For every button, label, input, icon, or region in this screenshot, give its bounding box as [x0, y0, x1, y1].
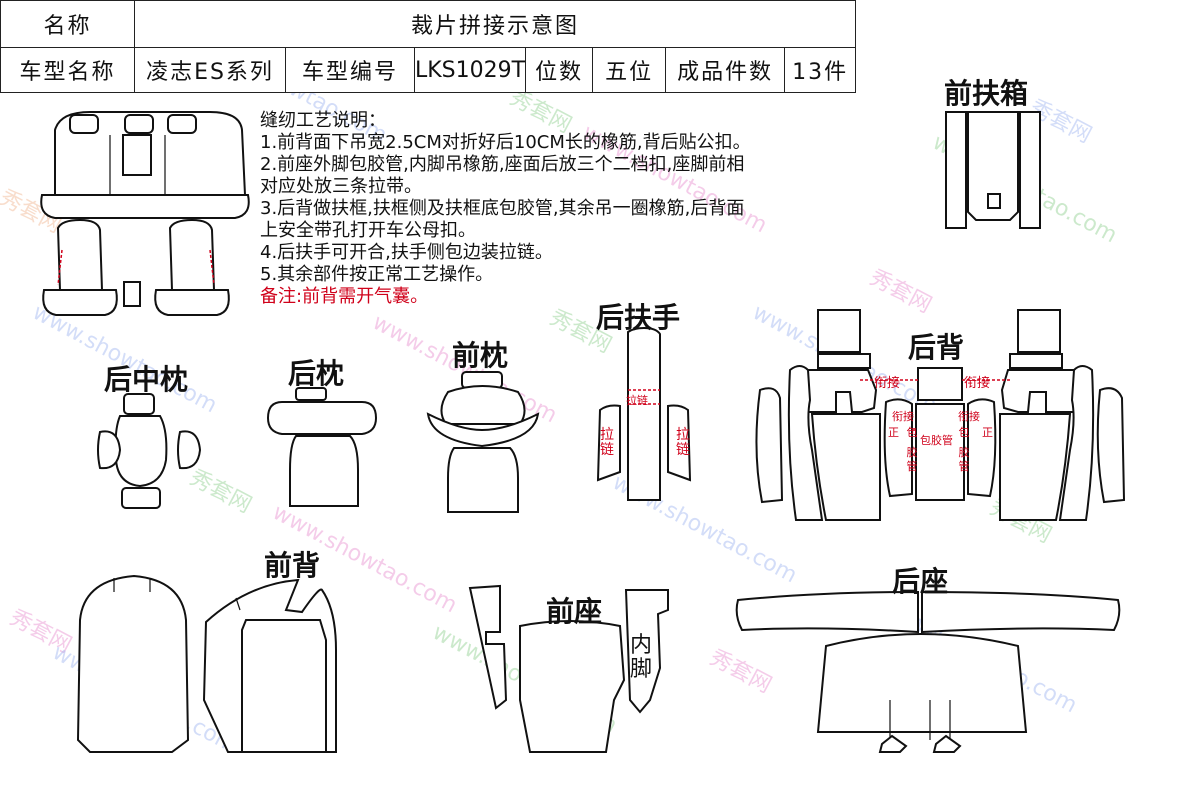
join-annotation-right: 衔接 [964, 376, 991, 391]
front-pillow-pattern [426, 371, 540, 513]
seats-value: 五位 [592, 47, 667, 93]
wrap-annotation-right: 包 [958, 426, 970, 439]
part-label-front-armrest-box: 前扶箱 [944, 77, 1029, 110]
model-code-value: LKS1029T [413, 47, 527, 93]
rear-back-pattern [755, 309, 1126, 521]
wrap-annotation-left: 包 [906, 426, 918, 439]
part-label-rear-armrest: 后扶手 [596, 301, 681, 334]
note-line: 上安全带孔打开车公母扣。 [260, 220, 476, 241]
inner-leg-annotation: 内脚 [629, 633, 652, 682]
name-label: 名称 [0, 0, 135, 48]
front-seat-pattern [468, 584, 669, 753]
notes-title: 缝纫工艺说明： [260, 110, 386, 131]
pipe-annotation-right: 胶管 [958, 446, 970, 473]
note-line: 4.后扶手可开合,扶手侧包边装拉链。 [260, 242, 553, 263]
pieces-value: 13件 [784, 47, 857, 93]
model-code-label: 车型编号 [285, 47, 415, 93]
open-mark-left: 正 [888, 426, 899, 439]
note-line: 对应处放三条拉带。 [260, 176, 422, 197]
model-name-value: 凌志ES系列 [134, 47, 286, 93]
seat-overview-illustration [40, 111, 250, 316]
model-name-label: 车型名称 [0, 47, 135, 93]
wrap-pipe-annotation: 包胶管 [920, 434, 953, 447]
join-small-right: 衔接 [958, 410, 980, 423]
sewing-notes: 缝纫工艺说明： 1.前背面下吊宽2.5CM对折好后10CM长的橡筋,背后贴公扣。… [260, 110, 751, 308]
info-table: 名称 裁片拼接示意图 车型名称 凌志ES系列 车型编号 LKS1029T 位数 … [0, 0, 857, 93]
pieces-label: 成品件数 [665, 47, 786, 93]
part-label-front-pillow: 前枕 [452, 339, 509, 372]
rear-armrest-pattern [596, 326, 692, 501]
open-mark-right: 正 [982, 426, 993, 439]
front-armrest-box-pattern [945, 111, 1041, 229]
zipper-annotation-left: 拉链 [600, 427, 614, 458]
rear-seat-pattern [735, 590, 1121, 753]
front-back-pattern [76, 574, 337, 753]
note-line: 3.后背做扶框,扶框侧及扶框底包胶管,其余吊一圈橡筋,后背面 [260, 198, 745, 219]
note-line: 1.前背面下吊宽2.5CM对折好后10CM长的橡筋,背后贴公扣。 [260, 132, 751, 153]
part-label-front-seat: 前座 [546, 595, 603, 628]
rear-middle-pillow-pattern [97, 393, 202, 509]
part-label-rear-seat: 后座 [892, 565, 949, 598]
rear-pillow-pattern [266, 387, 378, 507]
part-label-rear-back: 后背 [908, 331, 965, 364]
pipe-annotation-left: 胶管 [906, 446, 918, 473]
zipper-annotation-right: 拉链 [676, 427, 690, 458]
part-label-front-back: 前背 [264, 549, 321, 582]
join-small-left: 衔接 [892, 410, 914, 423]
note-line: 5.其余部件按正常工艺操作。 [260, 264, 494, 285]
armrest-mark-annotation: 拉链 [626, 394, 648, 407]
part-label-rear-pillow: 后枕 [288, 357, 345, 390]
seats-label: 位数 [525, 47, 594, 93]
part-label-rear-middle-pillow: 后中枕 [104, 363, 189, 396]
note-line: 2.前座外脚包胶管,内脚吊橡筋,座面后放三个二档扣,座脚前相 [260, 154, 745, 175]
join-annotation-left: 衔接 [874, 376, 901, 391]
notes-remark: 备注:前背需开气囊。 [260, 286, 429, 307]
